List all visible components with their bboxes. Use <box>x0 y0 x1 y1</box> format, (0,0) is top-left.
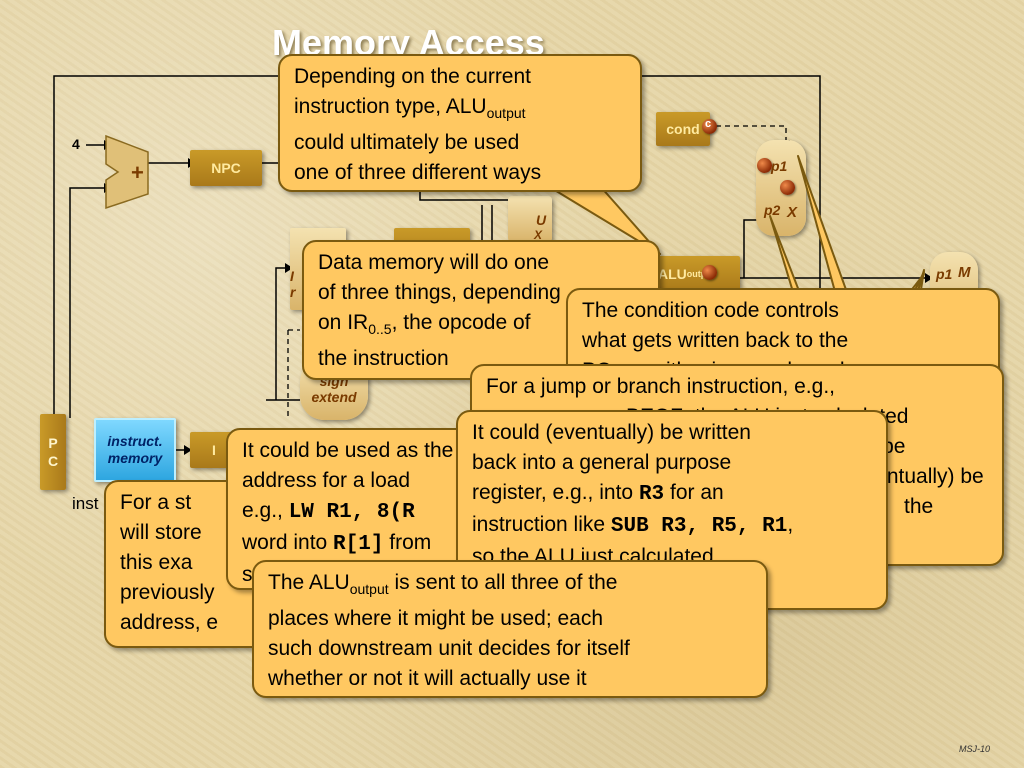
alu-output-ball <box>702 265 717 280</box>
callout-store-line-4: previously <box>120 581 215 604</box>
cond-control-label: c <box>705 118 712 130</box>
callout-alu-uses-sub: output <box>486 105 526 122</box>
callout-data-memory-line-4: the instruction <box>318 347 449 371</box>
callout-store-line-3: this exa <box>120 551 193 574</box>
callout-data-memory-line-3b: , the opcode of <box>391 311 531 334</box>
callout-load-address-line-2: address for a load <box>242 469 411 492</box>
callout-store-line-5: address, e <box>120 611 219 634</box>
callout-writeback-register-line-3b: for an <box>664 481 724 504</box>
callout-alu-broadcast-line-3: such downstream unit decides for itself <box>268 637 630 661</box>
callout-store-line-2: will store <box>120 521 202 544</box>
register-file-label-1: I <box>290 268 294 284</box>
callout-store-line-1: For a st <box>120 491 192 514</box>
constant-four: 4 <box>72 136 80 152</box>
cond-register: cond <box>656 112 710 146</box>
callout-condition-code-line-1: The condition code controls <box>582 299 839 322</box>
pc-register: P C <box>40 414 66 490</box>
callout-jump-branch-line-1: For a jump or branch instruction, e.g., <box>486 375 835 398</box>
callout-writeback-register-line-3a: register, e.g., into <box>472 481 639 504</box>
callout-writeback-register-code-2: SUB R3, R5, R1 <box>610 515 788 538</box>
imem-label-1: instruct. <box>107 433 163 449</box>
callout-alu-uses-line-3: could ultimately be used <box>294 131 520 155</box>
callout-alu-uses-line-4: one of three different ways <box>294 161 542 185</box>
cond-control-ball <box>702 119 717 134</box>
alu-label-x: X <box>534 228 543 242</box>
callout-alu-broadcast-line-1b: is sent to all three of the <box>388 571 618 594</box>
callout-alu-broadcast-line-1a: The ALU <box>268 571 350 594</box>
callout-alu-uses: Depending on the current instruction typ… <box>278 54 642 192</box>
pc-mux-input-ball-2 <box>780 180 795 195</box>
callout-alu-uses-line-1: Depending on the current <box>294 65 531 88</box>
pc-label-p: P <box>48 435 58 451</box>
callout-writeback-register-line-1: It could (eventually) be written <box>472 421 751 444</box>
callout-alu-uses-line-2: instruction type, ALU <box>294 95 487 118</box>
adder-symbol: + <box>131 160 144 185</box>
callout-data-memory-line-3a: on IR <box>318 311 369 334</box>
callout-alu-broadcast-line-4: whether or not it will actually use it <box>268 667 587 691</box>
callout-load-address-line-1: It could be used as the <box>242 439 454 462</box>
callout-jump-branch-line-5: the <box>904 495 934 518</box>
writeback-mux-m-label: M <box>958 264 971 281</box>
callout-data-memory-sub: 0..5 <box>368 321 392 338</box>
callout-condition-code-line-2: what gets written back to the <box>582 329 849 352</box>
writeback-mux-p1-label: p1 <box>936 266 953 282</box>
callout-writeback-register-code-1: R3 <box>638 483 665 506</box>
slide-footer: MSJ-10 <box>958 744 990 754</box>
pc-label-c: C <box>47 453 59 469</box>
npc-register: NPC <box>190 150 262 186</box>
callout-alu-broadcast-sub: output <box>349 581 389 598</box>
alu-label-u: U <box>536 212 547 228</box>
callout-load-address-line-3a: e.g., <box>242 499 289 522</box>
imem-label-2: memory <box>107 450 163 466</box>
callout-load-address-line-4a: word into <box>242 531 334 554</box>
pc-mux-p2-label: p2 <box>764 202 781 218</box>
alu-unit <box>508 196 552 242</box>
alu-output-label: ALU <box>658 266 687 282</box>
callout-load-address-code-2: R[1] <box>333 533 384 556</box>
callout-load-address-line-5: s <box>242 563 253 586</box>
register-file-label-2: r <box>290 284 296 300</box>
callout-alu-broadcast: The ALUoutput is sent to all three of th… <box>252 560 768 698</box>
pc-mux-input-ball-1 <box>757 158 772 173</box>
callout-data-memory-line-2: of three things, depending <box>318 281 561 304</box>
instruction-memory: instruct. memory <box>94 418 176 482</box>
pc-mux-x-label: X <box>787 204 798 221</box>
callout-load-address-code-1: LW R1, 8(R <box>288 501 415 524</box>
sign-extend-label-2: extend <box>311 389 357 405</box>
callout-writeback-register-line-4b: , <box>787 513 794 536</box>
instruction-fetch-label: inst <box>72 494 99 513</box>
pc-mux-p1-label: p1 <box>771 158 788 174</box>
callout-load-address-line-4b: from <box>383 531 432 554</box>
callout-alu-broadcast-line-2: places where it might be used; each <box>268 607 604 631</box>
callout-writeback-register-line-2: back into a general purpose <box>472 451 732 474</box>
callout-writeback-register-line-4a: instruction like <box>472 513 611 536</box>
callout-data-memory-line-1: Data memory will do one <box>318 251 550 274</box>
